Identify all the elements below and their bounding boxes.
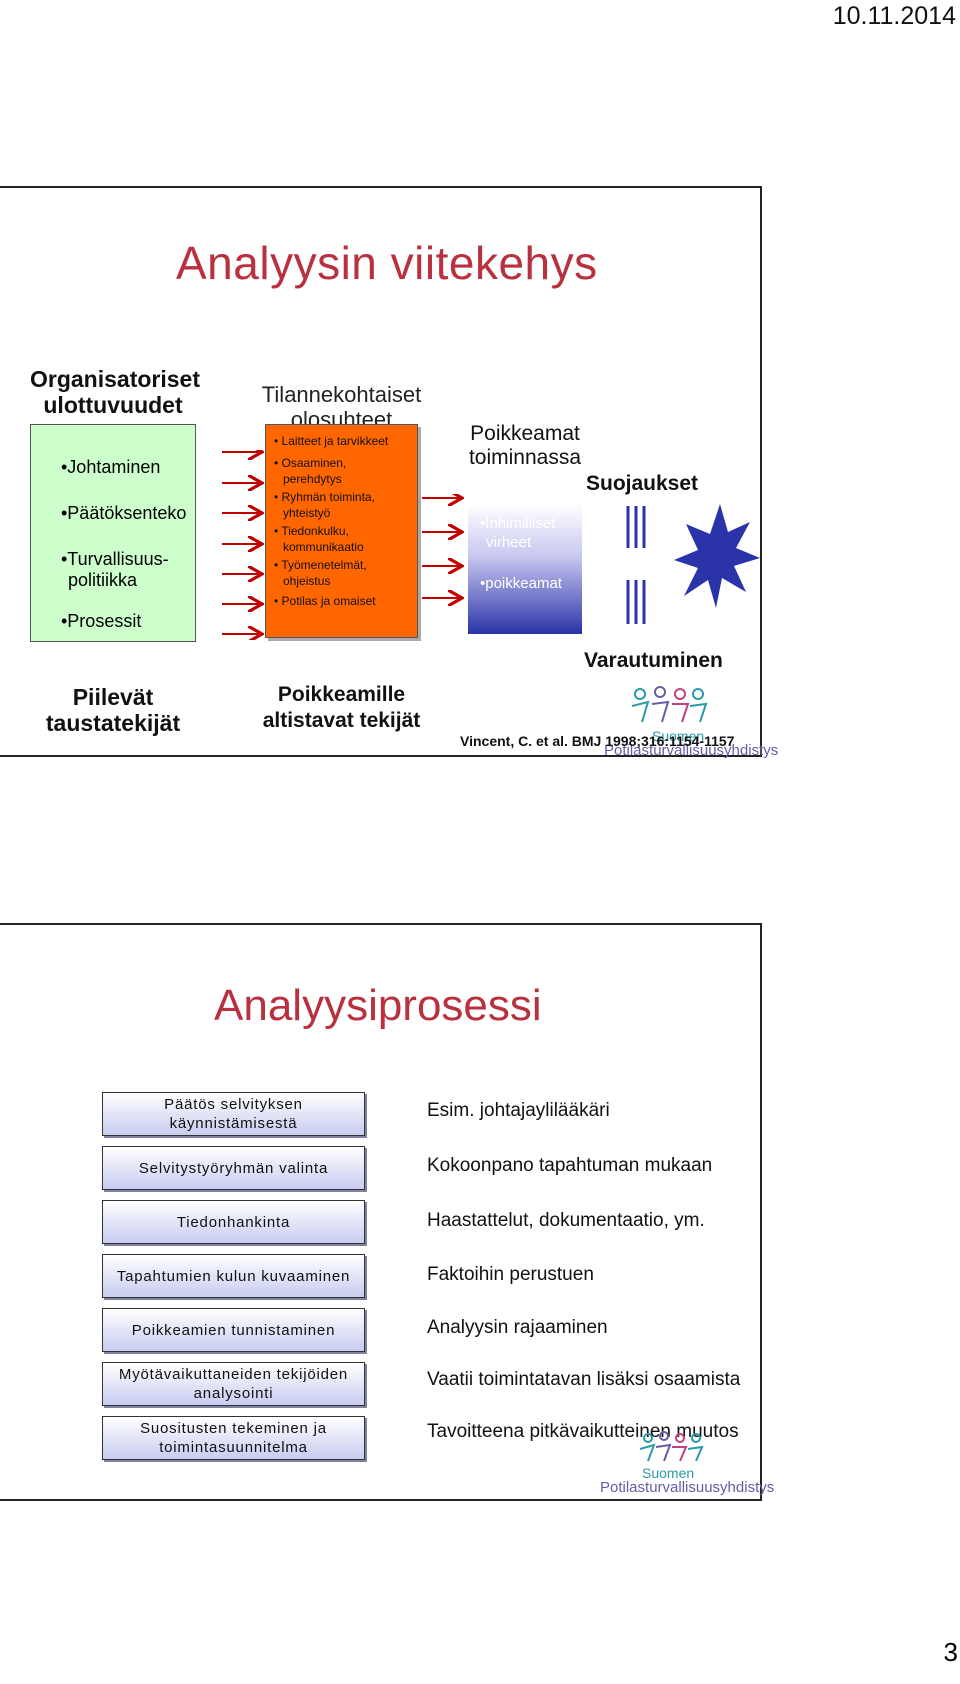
list-item: • Potilas ja omaiset xyxy=(274,594,376,608)
arrows-middle xyxy=(422,494,468,624)
col1-heading: Organisatoriset ulottuvuudet xyxy=(30,366,200,418)
slide-process: Analyysiprosessi Päätös selvityksen käyn… xyxy=(0,923,774,1501)
list-item: perehdytys xyxy=(283,472,342,486)
process-note: Analyysin rajaaminen xyxy=(427,1317,608,1338)
organisational-factors-box: •Johtaminen •Päätöksenteko •Turvallisuus… xyxy=(30,424,196,642)
slide-title: Analyysiprosessi xyxy=(214,981,542,1030)
people-logo-icon xyxy=(639,1431,704,1462)
col3-heading: Poikkeamat toiminnassa xyxy=(468,422,582,469)
process-note: Faktoihin perustuen xyxy=(427,1264,594,1285)
list-item: • Työmenetelmät, xyxy=(274,558,367,572)
logo-line2: Potilasturvallisuusyhdistys xyxy=(600,1479,775,1496)
logo-line1: Suomen xyxy=(652,728,705,744)
list-item: • Tiedonkulku, xyxy=(274,524,349,538)
process-step: Päätös selvityksen käynnistämisestä xyxy=(102,1092,365,1136)
process-note: Kokoonpano tapahtuman mukaan xyxy=(427,1155,713,1176)
col4-footer: Varautuminen xyxy=(584,649,723,672)
situational-factors-box: • Laitteet ja tarvikkeet • Osaaminen, pe… xyxy=(265,424,418,638)
process-step: Selvitystyöryhmän valinta xyxy=(102,1146,365,1190)
list-item: yhteistyö xyxy=(283,506,331,520)
list-item: ohjeistus xyxy=(283,574,331,588)
list-item: •Päätöksenteko xyxy=(61,503,187,523)
people-logo-icon xyxy=(631,686,708,723)
col4-heading: Suojaukset xyxy=(586,472,699,495)
process-step: Suositusten tekeminen ja toimintasuunnit… xyxy=(102,1416,365,1460)
col1-footer: Piilevät taustatekijät xyxy=(45,684,181,736)
list-item: • Laitteet ja tarvikkeet xyxy=(274,434,389,448)
page-number: 3 xyxy=(943,1637,958,1667)
process-note: Esim. johtajaylilääkäri xyxy=(427,1100,610,1121)
process-step: Tiedonhankinta xyxy=(102,1200,365,1244)
list-item: virheet xyxy=(486,534,532,551)
list-item: •Johtaminen xyxy=(61,457,161,477)
deviations-box: •Inhimilliset virheet •poikkeamat xyxy=(468,504,582,634)
process-note: Vaatii toimintatavan lisäksi osaamista xyxy=(427,1369,741,1390)
list-item: •Inhimilliset xyxy=(480,515,556,532)
list-item: kommunikaatio xyxy=(283,540,364,554)
list-item: •poikkeamat xyxy=(480,575,562,592)
arrows-left xyxy=(222,450,266,640)
barriers-illustration xyxy=(626,504,760,624)
process-step: Tapahtumien kulun kuvaaminen xyxy=(102,1254,365,1298)
slide-framework: Analyysin viitekehys Organisatoriset ulo… xyxy=(0,186,778,759)
logo-line2: Potilasturvallisuusyhdistys xyxy=(604,742,779,759)
col2-heading: Tilannekohtaiset olosuhteet xyxy=(261,382,422,432)
list-item: •Turvallisuus- xyxy=(61,549,169,569)
process-step: Myötävaikuttaneiden tekijöiden analysoin… xyxy=(102,1362,365,1406)
process-note: Haastattelut, dokumentaatio, ym. xyxy=(427,1210,705,1231)
association-logo xyxy=(628,684,708,729)
col2-footer: Poikkeamille altistavat tekijät xyxy=(262,683,421,732)
process-step: Poikkeamien tunnistaminen xyxy=(102,1308,365,1352)
slide-title: Analyysin viitekehys xyxy=(176,237,598,289)
list-item: politiikka xyxy=(68,570,138,590)
association-logo xyxy=(636,1429,706,1468)
list-item: •Prosessit xyxy=(61,611,142,631)
list-item: • Ryhmän toiminta, xyxy=(274,490,375,504)
logo-line1: Suomen xyxy=(642,1465,695,1481)
list-item: • Osaaminen, xyxy=(274,456,347,470)
burst-icon xyxy=(674,504,760,608)
reference: Vincent, C. et al. BMJ 1998;316:1154-115… xyxy=(460,733,735,749)
page-date: 10.11.2014 xyxy=(832,2,956,30)
